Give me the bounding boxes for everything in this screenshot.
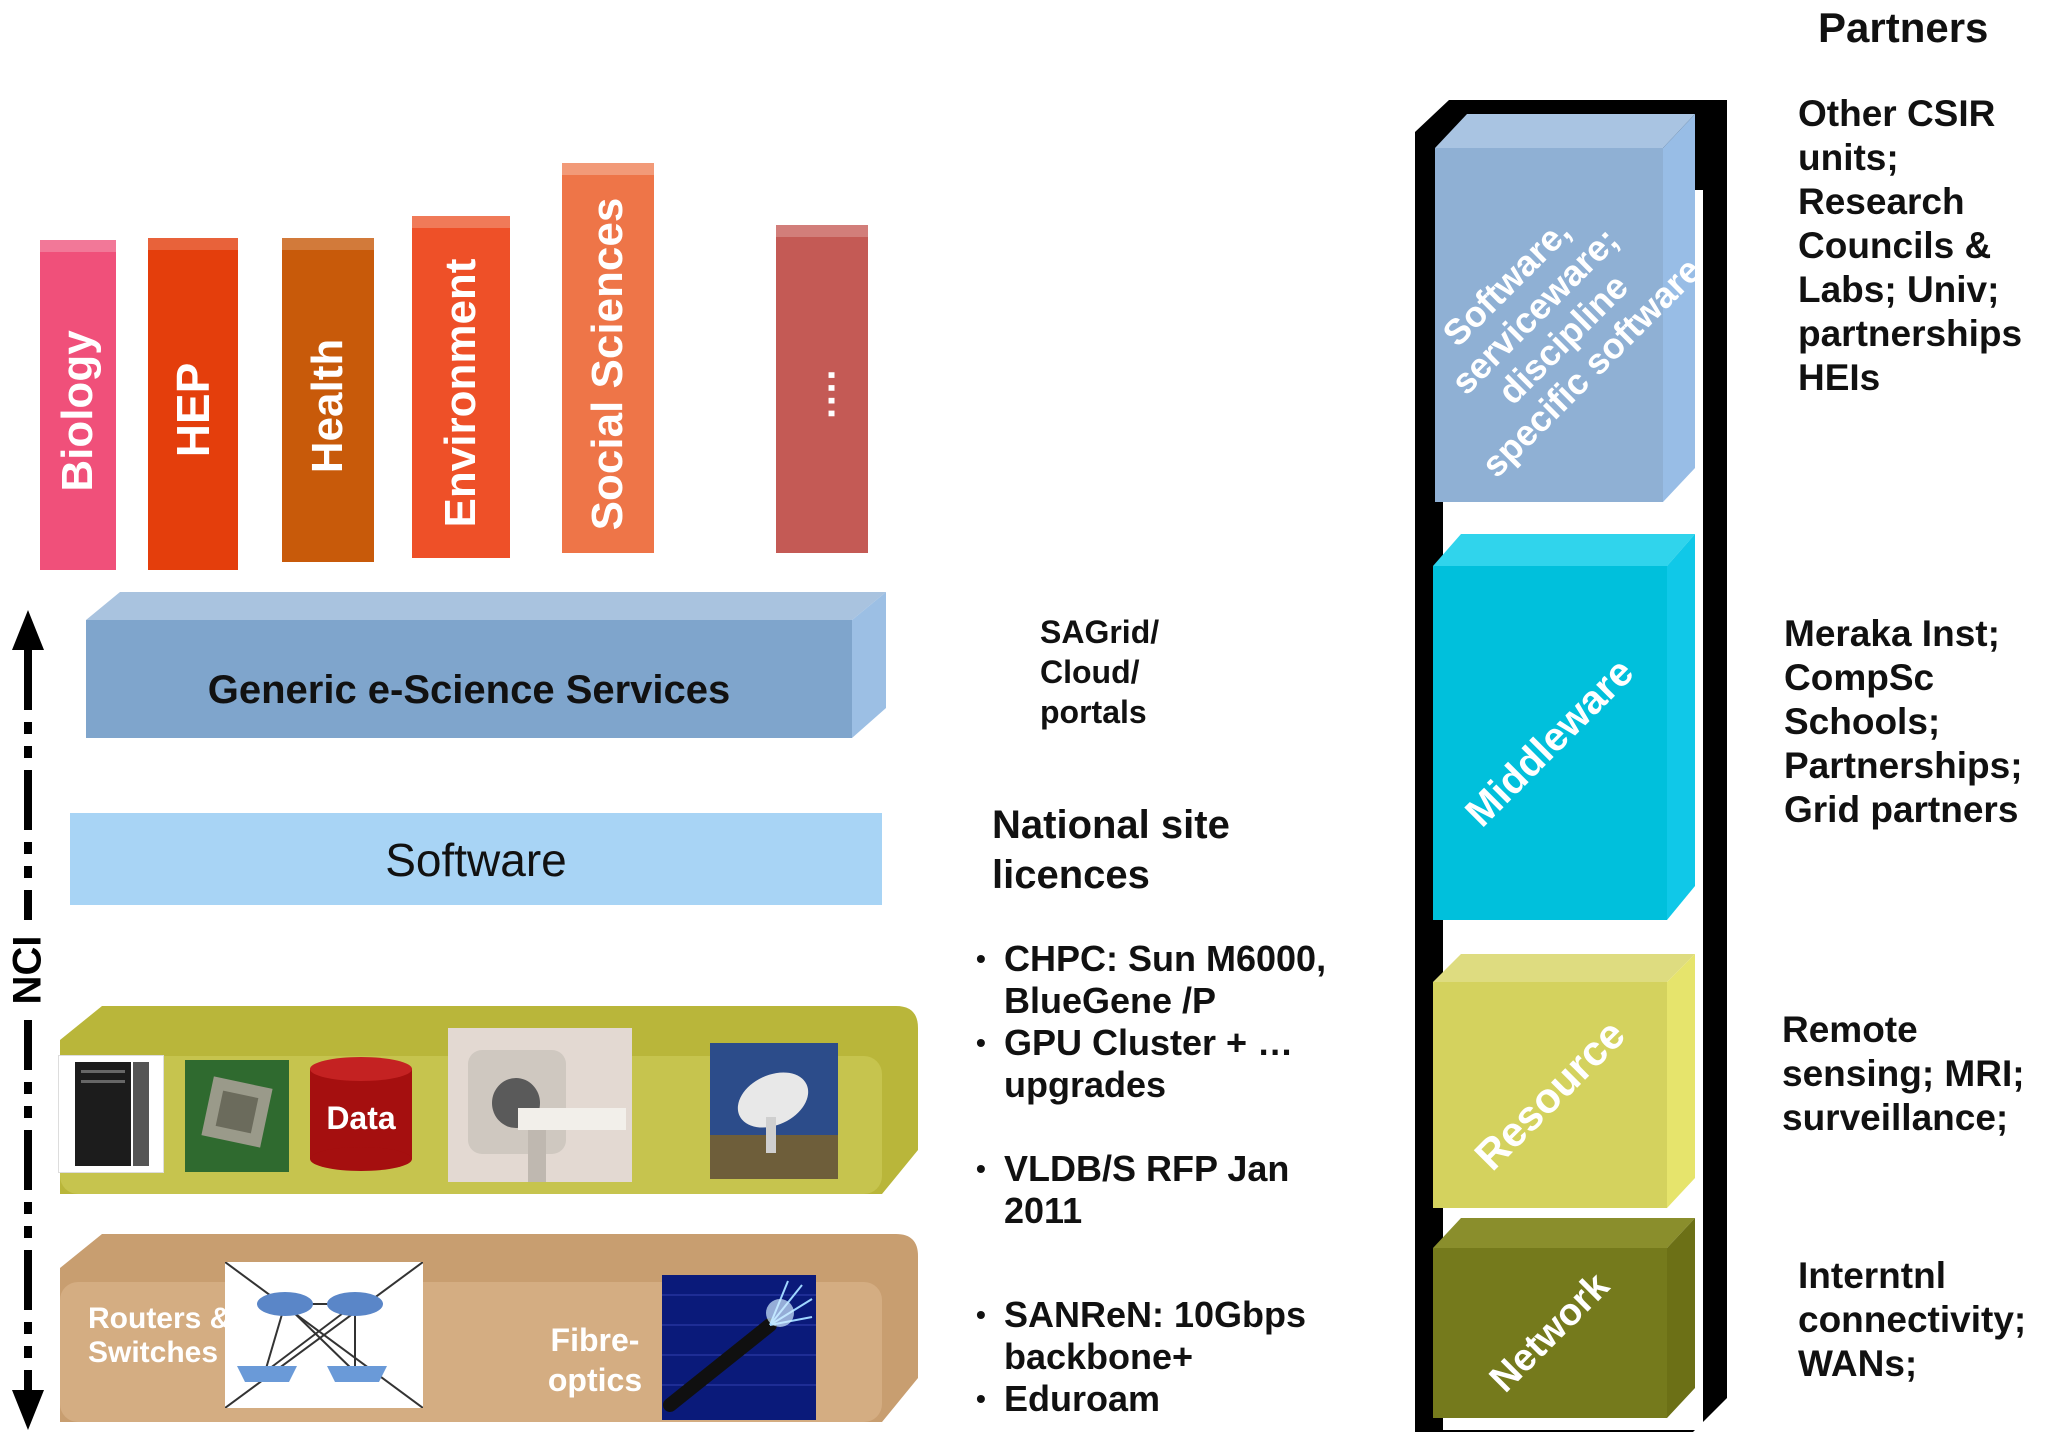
- bullet-item: SANReN: 10Gbps backbone+: [976, 1294, 1336, 1378]
- nci-arrow: [12, 610, 44, 1430]
- pillar-label: Biology: [53, 330, 102, 492]
- data-label: Data: [326, 1100, 396, 1136]
- nci-label-box: NCI: [2, 920, 54, 1020]
- pillar-more: ….: [776, 225, 868, 553]
- pillar-social-sciences: Social Sciences: [562, 163, 654, 553]
- pillar-label: Health: [303, 338, 352, 474]
- software-bar-label: Software: [385, 834, 567, 886]
- bullet-item: CHPC: Sun M6000, BlueGene /P: [976, 938, 1346, 1022]
- generic-services-slab: [86, 592, 886, 738]
- partners-network: Interntnl connectivity; WANs;: [1798, 1255, 2027, 1384]
- router-network-diagram: [225, 1262, 423, 1408]
- partners-software: Other CSIR units; Research Councils & La…: [1798, 93, 2023, 398]
- pillar-label: Social Sciences: [583, 197, 632, 531]
- generic-services-label: Generic e-Science Services: [207, 668, 731, 712]
- data-cylinder-icon: [310, 1057, 412, 1171]
- pillar-environment: Environment: [412, 216, 510, 558]
- pillar-label: HEP: [167, 362, 219, 458]
- pillar-label: Environment: [436, 258, 485, 528]
- supercomputer-image: [58, 1055, 164, 1173]
- gpu-chip-image: [185, 1060, 289, 1172]
- stack-software-label: Software, serviceware; discipline specif…: [1434, 210, 1709, 485]
- pillar-biology: Biology: [40, 240, 116, 570]
- stack-resource-label: Resource: [1465, 1010, 1634, 1179]
- stack-resource-box: Resource: [1433, 982, 1667, 1208]
- partners-middleware: Meraka Inst; CompSc Schools; Partnership…: [1784, 613, 2023, 830]
- radio-telescope-image: [710, 1043, 838, 1179]
- hardware-bullets: CHPC: Sun M6000, BlueGene /P GPU Cluster…: [976, 938, 1346, 1106]
- pillar-label: ….: [799, 369, 844, 421]
- pillar-hep: HEP: [148, 238, 238, 570]
- licences-text: National site licences: [992, 803, 1230, 897]
- fibre-optics-image: [662, 1275, 816, 1420]
- stack-middleware-box: Middleware: [1433, 566, 1667, 920]
- mri-scanner-image: [448, 1028, 632, 1182]
- stack-network-box: Network: [1433, 1248, 1667, 1418]
- routers-switches-label: Routers & Switches: [88, 1302, 232, 1369]
- bullet-item: GPU Cluster + … upgrades: [976, 1022, 1346, 1106]
- stack-network-label: Network: [1481, 1264, 1618, 1401]
- bullet-item: Eduroam: [976, 1378, 1336, 1420]
- stack-middleware-label: Middleware: [1457, 650, 1643, 836]
- partners-title: Partners: [1818, 4, 1989, 51]
- network-bullets: SANReN: 10Gbps backbone+ Eduroam: [976, 1294, 1336, 1420]
- stack-software-box: Software, serviceware; discipline specif…: [1434, 148, 1708, 502]
- fibre-optics-label: Fibre-optics: [547, 1322, 643, 1398]
- nci-label: NCI: [5, 935, 50, 1005]
- software-bar: Software: [70, 813, 882, 905]
- stack-frame: [1415, 100, 1727, 1432]
- vldb-bullets: VLDB/S RFP Jan 2011: [976, 1148, 1316, 1232]
- partners-resource: Remote sensing; MRI; surveillance;: [1782, 1009, 2025, 1138]
- pillar-health: Health: [282, 238, 374, 562]
- bullet-item: VLDB/S RFP Jan 2011: [976, 1148, 1316, 1232]
- sagrid-text: SAGrid/ Cloud/ portals: [1040, 614, 1160, 730]
